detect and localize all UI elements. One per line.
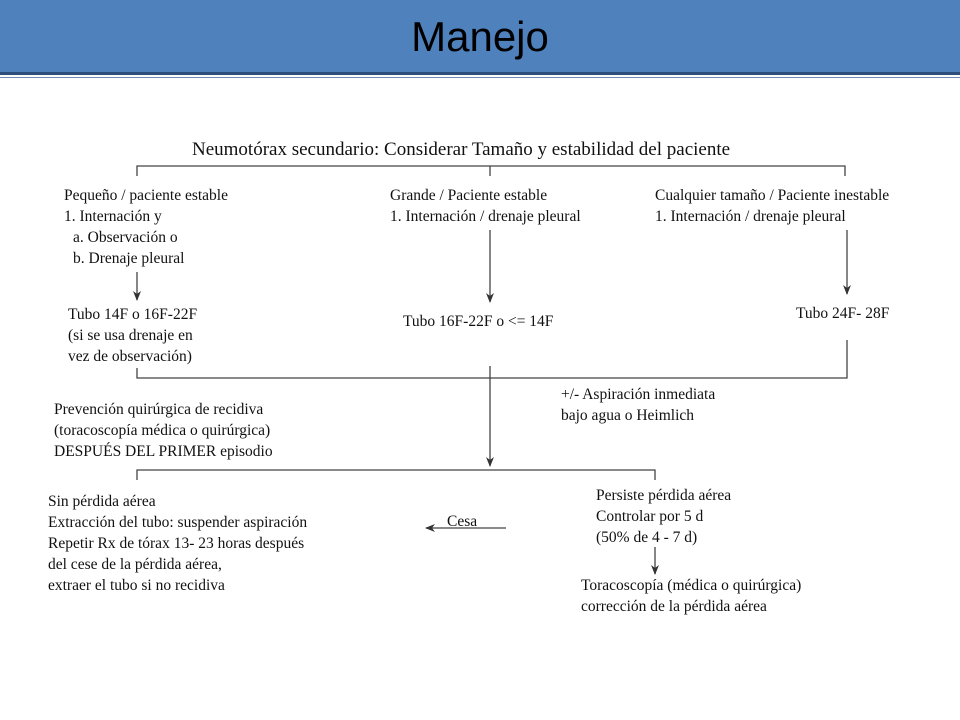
- center-box-line-2: 1. Internación / drenaje pleural: [390, 208, 581, 225]
- left-box: Pequeño / paciente estable 1. Internació…: [64, 185, 228, 269]
- no-leak-box: Sin pérdida aérea Extracción del tubo: s…: [48, 491, 307, 596]
- left-tube-line-3: vez de observación): [68, 348, 192, 365]
- thoraco-line-2: corrección de la pérdida aérea: [581, 598, 767, 615]
- no-leak-line-4: del cese de la pérdida aérea,: [48, 556, 222, 573]
- no-leak-line-2: Extracción del tubo: suspender aspiració…: [48, 514, 308, 531]
- right-box-line-2: 1. Internación / drenaje pleural: [655, 208, 846, 225]
- aspiration-line-1: +/- Aspiración inmediata: [561, 386, 716, 403]
- persist-line-1: Persiste pérdida aérea: [596, 487, 732, 504]
- center-box-line-1: Grande / Paciente estable: [390, 187, 548, 204]
- left-tube: Tubo 14F o 16F-22F (si se usa drenaje en…: [68, 304, 197, 367]
- title-divider: [0, 72, 960, 75]
- flow-heading: Neumotórax secundario: Considerar Tamaño…: [192, 139, 731, 160]
- prevention-line-1: Prevención quirúrgica de recidiva: [54, 401, 264, 418]
- no-leak-line-3: Repetir Rx de tórax 13- 23 horas después: [48, 535, 305, 552]
- left-box-line-4: b. Drenaje pleural: [73, 250, 185, 267]
- top-bracket: [136, 165, 846, 176]
- prevention-note: Prevención quirúrgica de recidiva (torac…: [54, 399, 273, 462]
- thoraco-line-1: Toracoscopía (médica o quirúrgica): [581, 577, 802, 594]
- aspiration-line-2: bajo agua o Heimlich: [561, 407, 694, 424]
- title-bar: [0, 0, 960, 72]
- cesa-label: Cesa: [447, 513, 478, 530]
- persist-box: Persiste pérdida aérea Controlar por 5 d…: [596, 485, 731, 548]
- center-tube: Tubo 16F-22F o <= 14F: [403, 313, 554, 330]
- persist-line-3: (50% de 4 - 7 d): [596, 529, 698, 546]
- right-box-line-1: Cualquier tamaño / Paciente inestable: [655, 187, 890, 204]
- persist-line-2: Controlar por 5 d: [596, 508, 704, 525]
- left-tube-line-1: Tubo 14F o 16F-22F: [68, 306, 198, 323]
- prevention-line-2: (toracoscopía médica o quirúrgica): [54, 422, 271, 439]
- no-leak-line-5: extraer el tubo si no recidiva: [48, 577, 225, 594]
- no-leak-line-1: Sin pérdida aérea: [48, 493, 156, 510]
- bottom-bracket: [136, 469, 656, 480]
- prevention-line-3: DESPUÉS DEL PRIMER episodio: [54, 443, 273, 460]
- right-tube: Tubo 24F- 28F: [796, 305, 890, 322]
- aspiration-note: +/- Aspiración inmediata bajo agua o Hei…: [561, 384, 715, 426]
- center-box: Grande / Paciente estable 1. Internación…: [390, 185, 581, 227]
- slide-title: Manejo: [411, 13, 549, 60]
- title-divider-thin: [0, 77, 960, 78]
- thoracoscopy-box: Toracoscopía (médica o quirúrgica) corre…: [581, 575, 801, 617]
- right-box: Cualquier tamaño / Paciente inestable 1.…: [655, 185, 889, 227]
- left-box-line-2: 1. Internación y: [64, 208, 162, 225]
- left-tube-line-2: (si se usa drenaje en: [68, 327, 193, 344]
- merge-bracket: [136, 340, 848, 379]
- left-box-line-3: a. Observación o: [73, 229, 178, 246]
- left-box-line-1: Pequeño / paciente estable: [64, 187, 228, 204]
